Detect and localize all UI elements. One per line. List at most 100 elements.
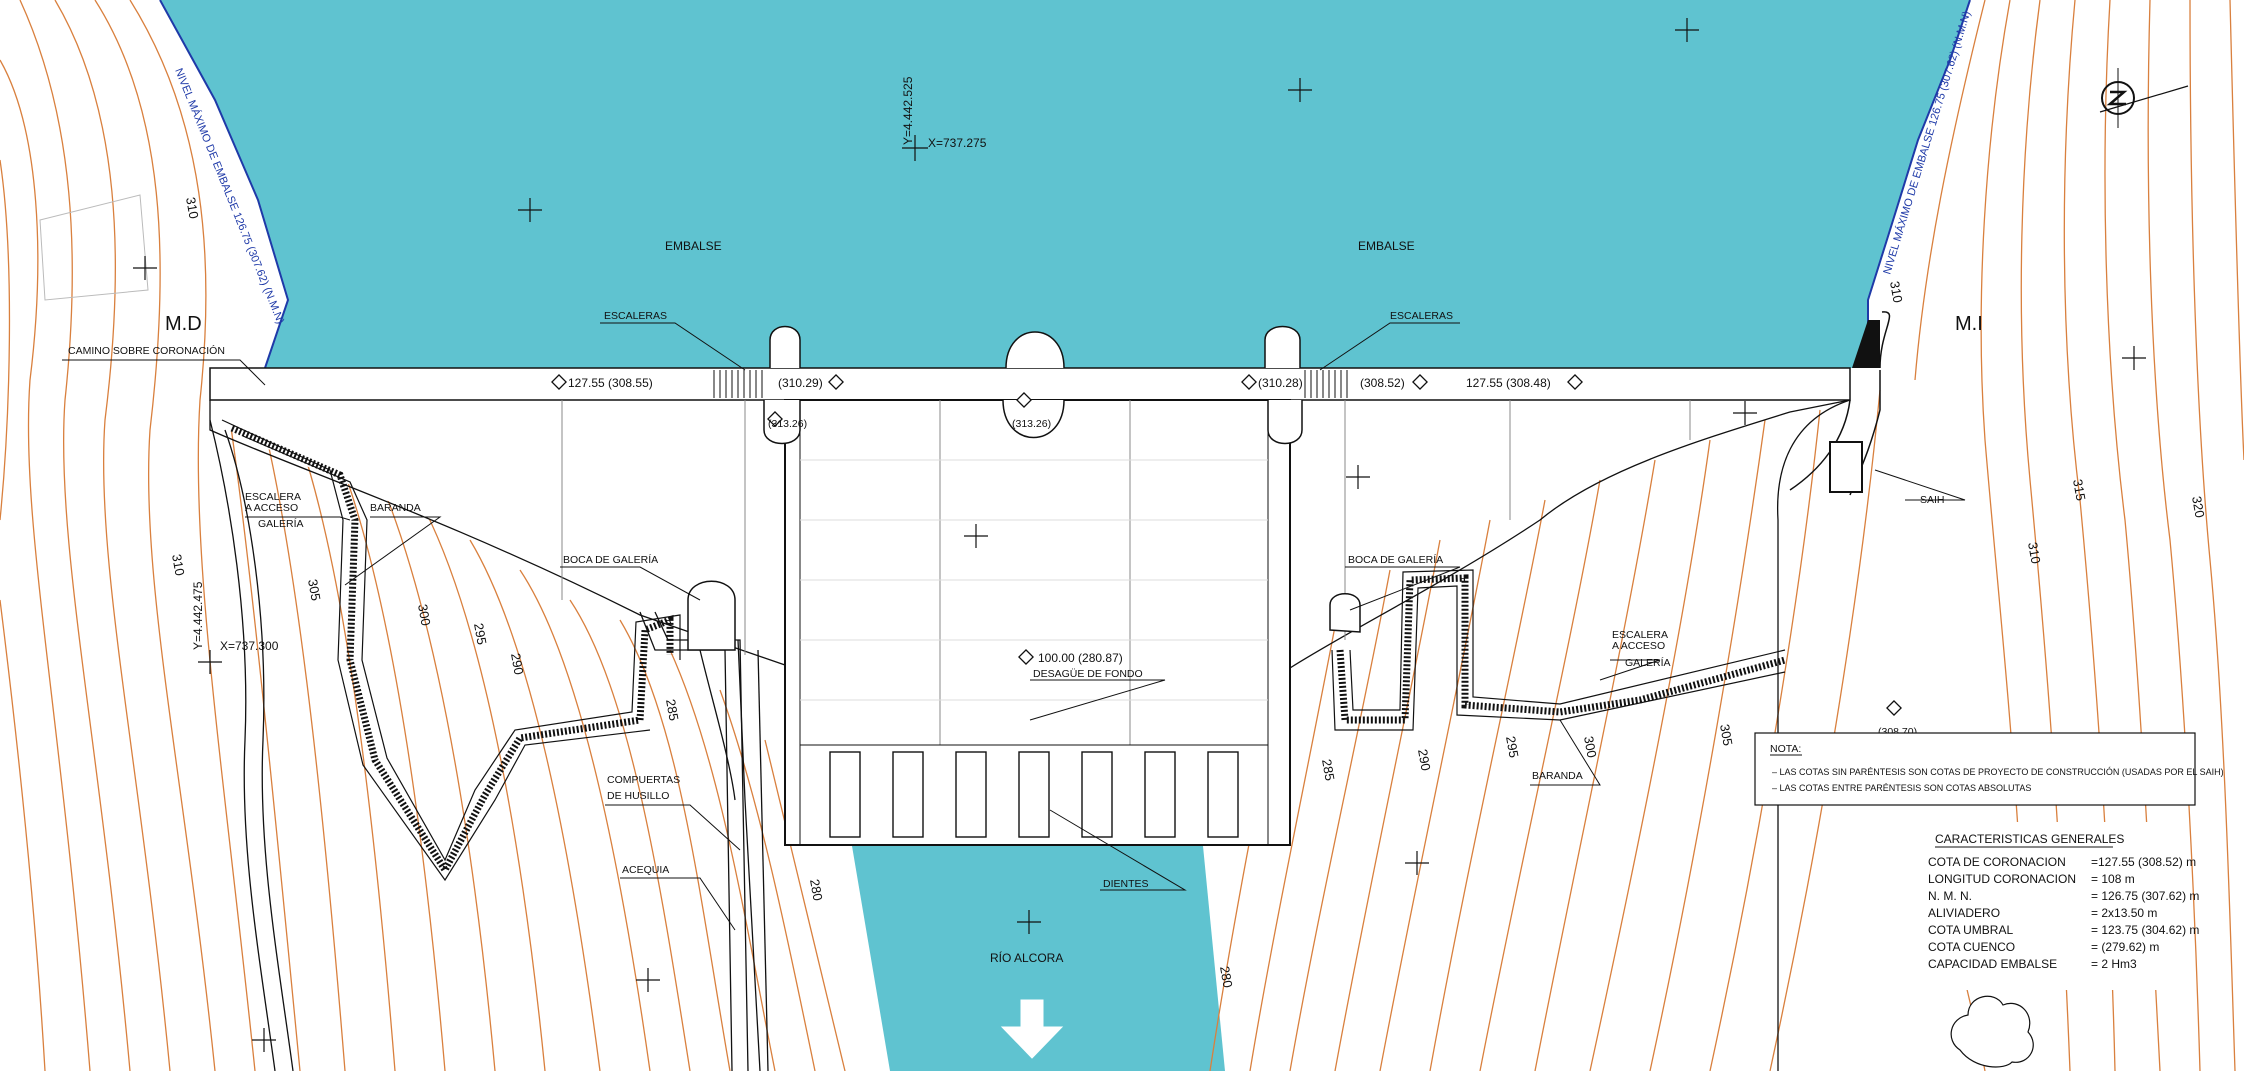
contour-label-r310a: 310 [1887, 280, 1906, 304]
escalera-acceso-right-1: ESCALERA [1612, 629, 1668, 641]
note-title: NOTA: [1770, 743, 1801, 755]
acequia-channel [639, 611, 769, 1071]
river-water [852, 846, 1225, 1071]
char-row-0-name: COTA DE CORONACION [1928, 855, 2066, 869]
char-row-5-value: = (279.62) m [2091, 940, 2159, 954]
contour-label-l300: 300 [415, 603, 434, 627]
escalera-acceso-right-3: GALERÍA [1625, 656, 1671, 669]
elev-pier-left-top: (310.29) [778, 376, 823, 390]
contour-label-r320: 320 [2189, 495, 2208, 519]
dam-structure [209, 311, 1891, 846]
benchmark-symbols [551, 374, 1902, 716]
escaleras-right-label: ESCALERAS [1390, 310, 1453, 322]
contour-label-r315: 315 [2070, 478, 2089, 502]
river-label: RÍO ALCORA [990, 950, 1063, 965]
bank-label-right: M.I [1955, 313, 1983, 335]
char-row-4-value: = 123.75 (304.62) m [2091, 923, 2199, 937]
reservoir-label-left: EMBALSE [665, 239, 722, 253]
boca-galeria-left-label: BOCA DE GALERÍA [563, 553, 658, 566]
acequia-label: ACEQUIA [622, 864, 669, 876]
coord-left-y: Y=4.442.475 [191, 581, 205, 650]
char-row-5-name: COTA CUENCO [1928, 940, 2015, 954]
baranda-left-label: BARANDA [370, 502, 421, 514]
contour-label-l310: 310 [183, 196, 202, 220]
contour-label-l285: 285 [663, 698, 682, 722]
boca-galeria-left [687, 580, 736, 651]
elev-pier-left-bottom: (313.26) [768, 418, 807, 430]
crest-stairs-left [713, 370, 763, 398]
elev-pier-right-top: (310.28) [1258, 376, 1303, 390]
flow-arrow-icon [1000, 999, 1064, 1059]
boca-galeria-right-label: BOCA DE GALERÍA [1348, 553, 1443, 566]
contour-label-c280a: 280 [807, 878, 826, 902]
escalera-acceso-right-2: A ACCESO [1612, 640, 1665, 652]
crest-road [209, 367, 1851, 401]
bank-label-left: M.D [165, 313, 202, 335]
contour-label-r295: 295 [1503, 735, 1522, 759]
char-row-2-name: N. M. N. [1928, 889, 1972, 903]
char-row-0-value: =127.55 (308.52) m [2091, 855, 2196, 869]
right-access-stair [1331, 569, 1786, 731]
desague-label: DESAGÜE DE FONDO [1033, 668, 1143, 680]
compuertas-label-2: DE HUSILLO [607, 790, 669, 802]
note-line-1: – LAS COTAS SIN PARÉNTESIS SON COTAS DE … [1772, 767, 2224, 777]
tree-icon [1950, 995, 2034, 1068]
baranda-right-label: BARANDA [1532, 770, 1583, 782]
escalera-acceso-left-2: A ACCESO [245, 502, 298, 514]
char-row-3-name: ALIVIADERO [1928, 906, 2000, 920]
pier-right [1264, 325, 1301, 368]
contour-label-l290: 290 [508, 652, 527, 676]
elev-crest-right-a: (308.52) [1360, 376, 1405, 390]
contour-label-r290: 290 [1415, 748, 1434, 772]
escaleras-left-label: ESCALERAS [604, 310, 667, 322]
char-row-1-name: LONGITUD CORONACION [1928, 872, 2076, 886]
escalera-acceso-left-3: GALERÍA [258, 517, 304, 530]
elev-center-pier: (313.26) [1012, 418, 1051, 430]
contour-label-l305: 305 [305, 578, 324, 602]
dientes-label: DIENTES [1103, 878, 1149, 890]
elev-desague: 100.00 (280.87) [1038, 651, 1123, 665]
contour-label-r300: 300 [1581, 735, 1600, 759]
ground-left [210, 368, 785, 665]
coord-left-x: X=737.300 [220, 639, 279, 653]
shoreline-left [159, 0, 290, 369]
saih-label: SAIH [1920, 494, 1945, 506]
north-arrow-icon [2099, 68, 2189, 128]
char-row-3-value: = 2x13.50 m [2091, 906, 2157, 920]
contour-label-l295: 295 [471, 622, 490, 646]
elev-crest-left: 127.55 (308.55) [568, 376, 653, 390]
contour-label-c280b: 280 [1217, 965, 1236, 989]
pier-center [1005, 331, 1065, 369]
pier-left [769, 325, 801, 368]
characteristics-box: CARACTERISTICAS GENERALES COTA DE CORONA… [1910, 822, 2199, 990]
saih-building [1776, 399, 1863, 1071]
dientes-teeth [829, 751, 1239, 838]
boca-galeria-right [1329, 593, 1361, 633]
coord-top-y: Y=4.442.525 [901, 76, 915, 145]
elev-crest-right-b: 127.55 (308.48) [1466, 376, 1551, 390]
char-row-4-name: COTA UMBRAL [1928, 923, 2013, 937]
characteristics-title: CARACTERISTICAS GENERALES [1935, 832, 2124, 846]
reservoir-water [160, 0, 1970, 368]
contour-label-r305: 305 [1717, 723, 1736, 747]
note-line-2: – LAS COTAS ENTRE PARÉNTESIS SON COTAS A… [1772, 783, 2031, 793]
crest-stairs-right [1304, 370, 1348, 398]
reservoir-label-right: EMBALSE [1358, 239, 1415, 253]
escalera-acceso-left-1: ESCALERA [245, 491, 301, 503]
contour-label-r310b: 310 [2025, 541, 2044, 565]
survey-crosses [133, 18, 2146, 1052]
compuertas-label-1: COMPUERTAS [607, 774, 680, 786]
contour-label-l310b: 310 [169, 553, 188, 577]
spillway-block [784, 399, 1291, 846]
contour-lines-left [0, 0, 846, 1071]
shoreline-right [1867, 0, 1971, 368]
callout-leaders [62, 322, 1966, 931]
camino-label: CAMINO SOBRE CORONACIÓN [68, 344, 225, 357]
coord-top-x: X=737.275 [928, 136, 987, 150]
char-row-2-value: = 126.75 (307.62) m [2091, 889, 2199, 903]
char-row-1-value: = 108 m [2091, 872, 2135, 886]
contour-label-r285: 285 [1319, 758, 1338, 782]
note-box: NOTA: – LAS COTAS SIN PARÉNTESIS SON COT… [1754, 732, 2224, 806]
char-row-6-value: = 2 Hm3 [2091, 957, 2137, 971]
